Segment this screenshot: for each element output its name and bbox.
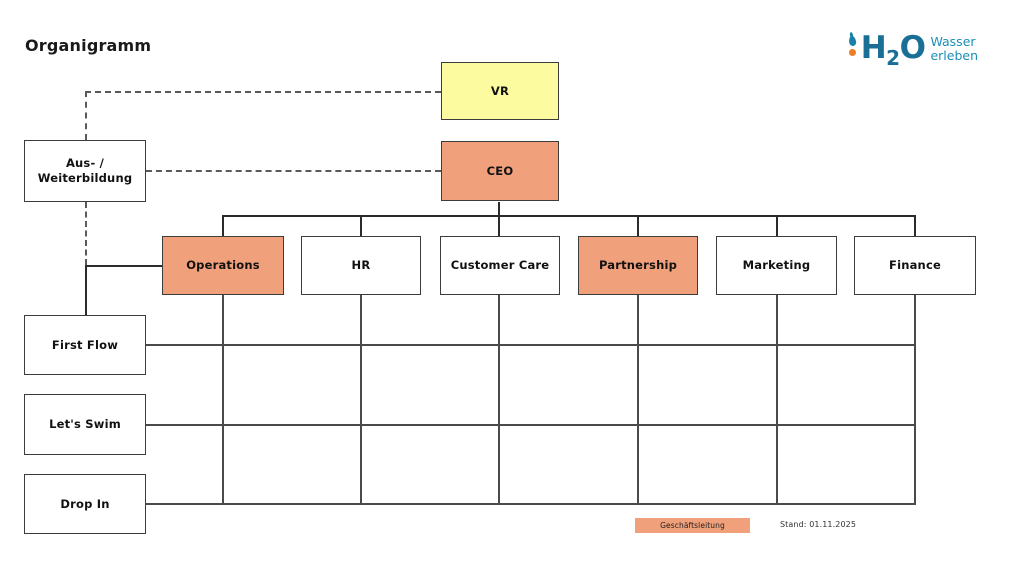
grid-column-marketing [776,295,778,503]
grid-column-finance [914,295,916,503]
page-title: Organigramm [25,36,152,55]
logo-claim: Wasser erleben [930,35,978,62]
node-partnership-label: Partnership [598,258,678,272]
grid-column-operations [222,295,224,503]
node-ceo-label: CEO [486,163,514,178]
h2o-logo: H2O Wasser erleben [847,31,978,73]
node-customer-care-label: Customer Care [450,258,550,272]
node-first-flow-label: First Flow [51,337,119,352]
node-hr[interactable]: HR [301,236,421,295]
node-vr-label: VR [490,83,510,98]
grid-row-drop-in [146,503,916,505]
node-finance-label: Finance [889,258,941,272]
node-training-label-line1: Aus- / [65,156,105,170]
drop-blue-icon [847,35,857,47]
legend-geschaeftsleitung: Geschäftsleitung [635,518,750,533]
logo-wordmark-2: 2 [886,46,900,71]
node-drop-in-label: Drop In [60,496,110,511]
dashed-connector-vr [85,91,441,93]
dashed-connector-operations [85,202,87,265]
grid-column-hr [360,295,362,503]
logo-claim-line1: Wasser [930,34,976,49]
node-hr-label: HR [351,258,371,272]
node-training-label-line2: Weiterbildung [37,171,133,185]
node-lets-swim-label: Let's Swim [49,417,121,431]
drop-orange-icon [848,49,856,56]
department-drop-marketing [776,215,778,236]
department-drop-customer-care [498,215,500,236]
node-lets-swim[interactable]: Let's Swim [24,394,146,455]
node-drop-in[interactable]: Drop In [24,474,146,534]
node-first-flow[interactable]: First Flow [24,315,146,375]
node-ceo[interactable]: CEO [441,141,559,201]
grid-row-lets-swim [146,424,916,426]
department-drop-partnership [637,215,639,236]
units-spine [85,265,87,315]
department-drop-finance [914,215,916,236]
water-drop-icon [847,35,860,69]
logo-wordmark-h: H [860,30,887,66]
legend-geschaeftsleitung-label: Geschäftsleitung [660,521,725,530]
node-operations-label: Operations [186,258,260,272]
logo-wordmark: H2O [860,30,926,68]
node-customer-care[interactable]: Customer Care [440,236,560,295]
dashed-connector-vr-drop [85,91,87,140]
operations-left-connector [85,265,162,267]
grid-row-first-flow [146,344,916,346]
node-aus-weiterbildung[interactable]: Aus- / Weiterbildung [24,140,146,202]
logo-claim-line2: erleben [930,47,978,63]
grid-column-partnership [637,295,639,503]
department-drop-operations [222,215,224,236]
node-finance[interactable]: Finance [854,236,976,295]
legend-date: Stand: 01.11.2025 [780,520,857,529]
node-vr[interactable]: VR [441,62,559,120]
grid-column-customer-care [498,295,500,503]
node-marketing-label: Marketing [742,258,811,272]
dashed-connector-ceo [146,170,441,172]
node-operations[interactable]: Operations [162,236,284,295]
node-partnership[interactable]: Partnership [578,236,698,295]
department-bus-line [222,215,916,217]
node-marketing[interactable]: Marketing [716,236,837,295]
logo-wordmark-o: O [899,30,926,66]
ceo-drop-line [498,202,500,216]
department-drop-hr [360,215,362,236]
